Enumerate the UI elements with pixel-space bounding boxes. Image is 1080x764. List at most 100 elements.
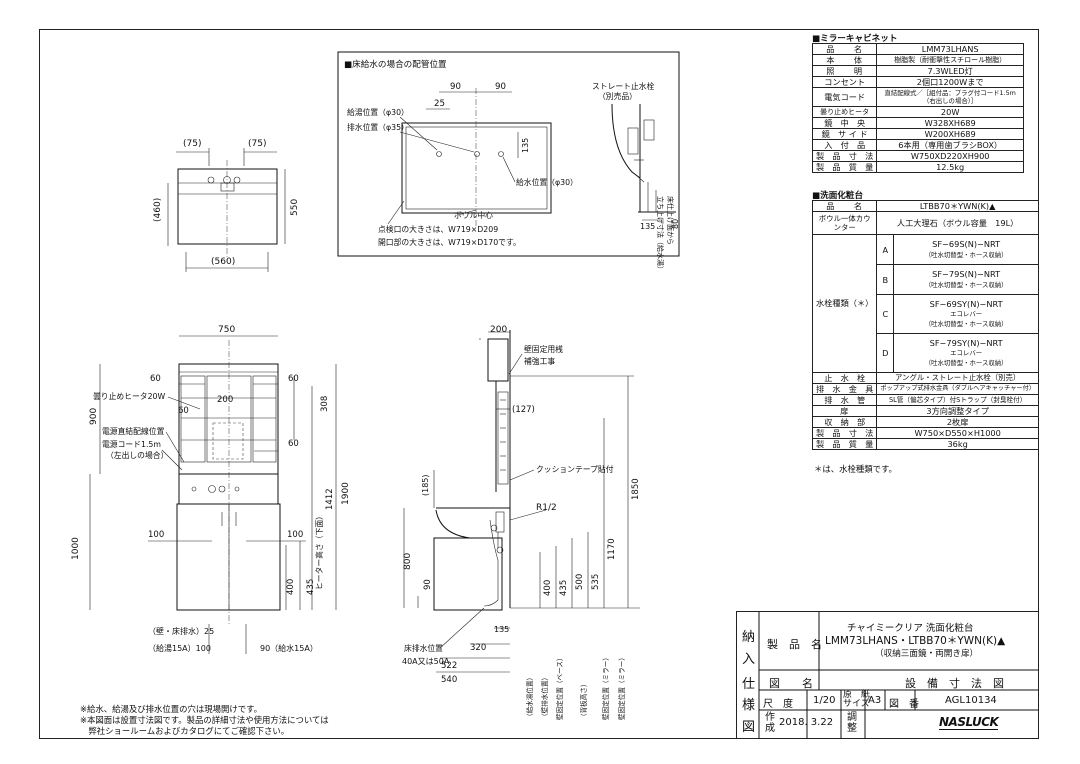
faucet-code: D [876, 333, 895, 373]
spec-value: 36kg [876, 438, 1039, 450]
spec-key: コンセント [811, 76, 878, 88]
faucet-code: A [876, 234, 895, 265]
paper-size: A3 [868, 695, 882, 706]
vlabel-wall-fix-mirror-2: 壁固定位置（ミラー） [617, 654, 626, 720]
drawing-number: AGL10134 [945, 695, 997, 706]
spec-value: 2個口1200Wまで [876, 76, 1024, 88]
dim-side-200: 200 [490, 325, 507, 335]
brand-logo: NASLUCK [939, 715, 999, 730]
scale-key: 尺 度 [763, 699, 793, 710]
label-separate-item: （別売品） [598, 91, 637, 101]
spec-key: 品 名 [811, 200, 878, 212]
spec-value: 樹脂製（耐衝撃性スチロール樹脂） [876, 54, 1024, 66]
label-inspection-size: 点検口の大きさは、W719×D209 [378, 224, 498, 234]
created-key-1: 作 [765, 712, 775, 723]
dim-top-75-right: (75) [248, 139, 266, 149]
dim-side-435: 435 [559, 580, 569, 596]
spec-value: LMM73LHANS [876, 43, 1024, 55]
faucet-code: B [876, 264, 895, 295]
spec-value: LTBB70＊YWN(K)▲ [876, 200, 1039, 212]
product-name-key: 製 品 名 [767, 638, 822, 651]
faucet-model: SF−69SY(N)−NRT [929, 299, 1003, 309]
vanity-heading: ■洗面化粧台 [812, 191, 864, 201]
created-date: 2018. 3.22 [779, 717, 834, 728]
drawing-sheet-border [39, 29, 1039, 739]
spec-key: 製 品 質 量 [811, 161, 878, 173]
spec-value: W750×D550×H1000 [876, 427, 1039, 439]
title-block-grid [758, 612, 1039, 739]
spec-key: 入 付 品 [811, 139, 878, 151]
side-label-2: 入 [742, 652, 756, 667]
side-view: 200 (127) (185) R1/2 800 90 400 435 500 … [402, 325, 641, 720]
spec-key: 止 水 栓 [811, 372, 878, 384]
lower-cabinet-outline [176, 503, 281, 611]
spec-value: 3方向調整タイプ [876, 405, 1039, 417]
spec-value: 直結配線式／［組付品：プラグ付コード1.5m（右出しの場合）］ [876, 87, 1024, 107]
dim-front-750: 750 [218, 325, 235, 335]
spec-key: 製 品 質 量 [811, 438, 878, 450]
table-row: 水栓種類（＊） A SF−69S(N)−NRT（吐水切替型・ホース収納） [811, 234, 1039, 373]
label-power-wiring: 電源直結配線位置 [102, 426, 165, 436]
faucet-model: SF−79SY(N)−NRT [929, 338, 1003, 348]
note-line-3: 弊社ショールームおよびカタログにてご確認下さい。 [80, 726, 290, 736]
dim-side-540: 540 [441, 675, 457, 685]
dim-front-900: 900 [89, 408, 99, 425]
mirror-cabinet-heading: ■ミラーキャビネット [812, 34, 898, 44]
label-wall-fixing-bar: 壁固定用桟 [524, 344, 563, 354]
spec-value: ポップアップ式排水金具（ダブルヘアキャッチャー付） [876, 383, 1039, 395]
faucet-cell: SF−79S(N)−NRT（吐水切替型・ホース収納） [893, 264, 1039, 295]
dim-side-1170: 1170 [607, 538, 617, 560]
spec-key: 水栓種類（＊） [811, 234, 878, 373]
dim-front-100-right: 100 [287, 530, 303, 540]
faucet-model: SF−79S(N)−NRT [932, 268, 1001, 279]
product-line-1: チャイミークリア 洗面化粧台 [847, 623, 974, 634]
top-view: (75) (75) (460) 550 (560) [153, 139, 300, 272]
inset-dim-90-right: 90 [495, 82, 506, 92]
front-view: 750 60 60 200 308 60 60 900 1412 ヒーター高さ（… [71, 325, 351, 654]
adjust-key-2: 整 [847, 723, 857, 734]
table-row: 止 水 栓アングル・ストレート止水栓（別売） [811, 372, 1039, 384]
vlabel-wall-fix-base: 壁固定位置（ベース） [555, 654, 564, 720]
vlabel-back-height: （背板高さ） [579, 680, 588, 720]
side-label-5: 図 [742, 720, 756, 735]
dim-side-500: 500 [575, 574, 585, 590]
spec-value: W200XH689 [876, 128, 1024, 140]
label-left-exit: （左出しの場合） [106, 450, 168, 460]
spec-key: 扉 [811, 405, 878, 417]
note-line-1: ※給水、給湯及び排水位置の穴は現場開けです。 [80, 704, 263, 714]
product-line-2: LMM73LHANS・LTBB70＊YWN(K)▲ [825, 635, 1006, 647]
dim-top-560: (560) [211, 257, 235, 267]
spec-key: 排 水 管 [811, 394, 878, 406]
vlabel-wall-fix-mirror-1: 壁固定位置（ミラー） [601, 654, 610, 720]
inset-cabinet-outline [401, 122, 552, 214]
table-row: 電気コード直結配線式／［組付品：プラグ付コード1.5m（右出しの場合）］ [811, 87, 1024, 107]
dim-front-60-mr: 60 [288, 439, 299, 449]
label-anti-fog-heater: 曇り止めヒータ20W [93, 391, 165, 401]
spec-key: 製 品 寸 法 [811, 427, 878, 439]
floor-supply-inset: ■床給水の場合の配管位置 90 90 25 135 給湯位置（φ30） 排水位置… [337, 51, 680, 273]
side-lower-cabinet [433, 537, 503, 611]
dim-side-535: 535 [591, 574, 601, 590]
label-floor-drain: 床排水位置 [404, 643, 443, 653]
inset-frame [337, 51, 680, 257]
label-power-cord: 電源コード1.5m [102, 440, 161, 449]
adjust-key-1: 調 [847, 712, 857, 723]
title-block: 納 入 仕 様 図 製 品 名 チャイミークリア 洗面化粧台 LMM73LHAN… [736, 611, 1039, 739]
dim-front-200: 200 [217, 395, 233, 405]
faucet-note: （吐水切替型・ホース収納） [924, 320, 1008, 328]
side-label-1: 納 [742, 630, 756, 645]
dim-side-800: 800 [403, 553, 413, 570]
